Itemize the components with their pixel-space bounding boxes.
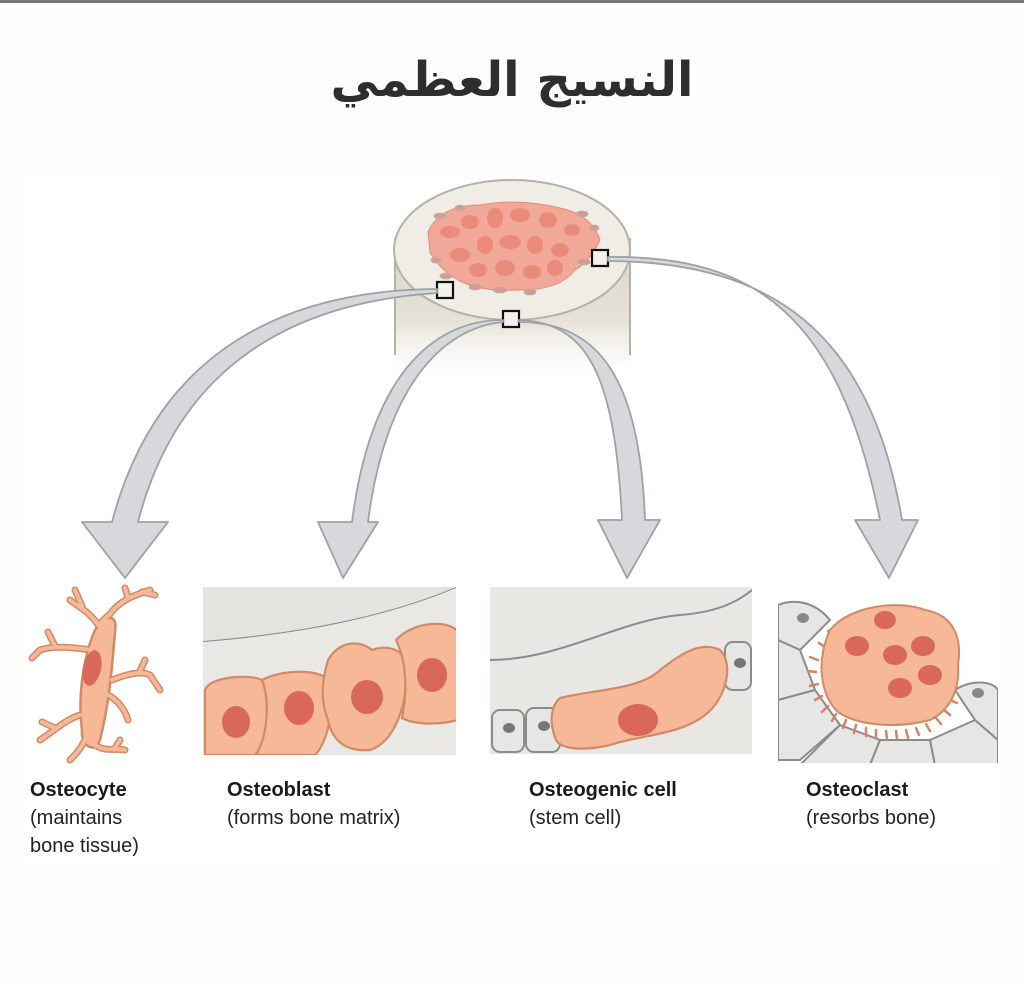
osteoclast-label: Osteoclast (resorbs bone) <box>806 776 936 832</box>
osteogenic-cell-label: Osteogenic cell (stem cell) <box>529 776 677 832</box>
arrow-to-osteocyte <box>81 288 438 579</box>
osteogenic-cell-name: Osteogenic cell <box>529 779 677 801</box>
osteocyte-desc-line2: bone tissue) <box>30 835 139 857</box>
osteoblast-nucleus <box>351 680 383 714</box>
osteoclast-nucleus <box>845 636 869 656</box>
bone-cylinder <box>393 179 631 390</box>
osteoclast-nucleus <box>874 611 896 629</box>
osteogenic-nucleus <box>618 704 658 736</box>
osteoclast-name: Osteoclast <box>806 779 909 801</box>
sample-marker-right <box>590 248 610 268</box>
spongy-bone <box>427 201 601 296</box>
top-border <box>0 0 1024 3</box>
osteoblast-nucleus <box>417 658 447 692</box>
osteocyte-body <box>30 586 162 762</box>
osteogenic-cell-desc: (stem cell) <box>529 807 622 829</box>
osteogenic-cell-illustration <box>490 587 752 754</box>
osteoclast-desc: (resorbs bone) <box>806 807 937 829</box>
osteocyte-desc-line1: (maintains <box>30 807 123 829</box>
osteocyte-nucleus <box>82 650 102 686</box>
arrow-to-osteoclast <box>607 256 919 579</box>
osteoclast-nucleus <box>911 636 935 656</box>
arrow-to-osteogenic <box>518 319 661 579</box>
osteocyte-label: Osteocyte (maintains bone tissue) <box>30 776 139 860</box>
osteoblast-nucleus <box>222 706 250 738</box>
osteoblast-nucleus <box>284 691 314 725</box>
osteoblast-desc: (forms bone matrix) <box>227 807 401 829</box>
osteoclast-illustration <box>778 598 998 763</box>
osteoblast-name: Osteoblast <box>227 779 331 801</box>
osteoblast-illustration <box>203 587 456 755</box>
page-title: النسيج العظمي <box>330 52 694 108</box>
sample-marker-bottom <box>501 309 521 329</box>
osteoclast-nucleus <box>883 645 907 665</box>
osteocyte-name: Osteocyte <box>30 779 127 801</box>
osteoclast-nucleus <box>888 678 912 698</box>
osteoblast-label: Osteoblast (forms bone matrix) <box>227 776 400 832</box>
arrow-to-osteoblast <box>317 319 504 579</box>
osteoclast-nucleus <box>918 665 942 685</box>
sample-marker-left <box>435 280 455 300</box>
